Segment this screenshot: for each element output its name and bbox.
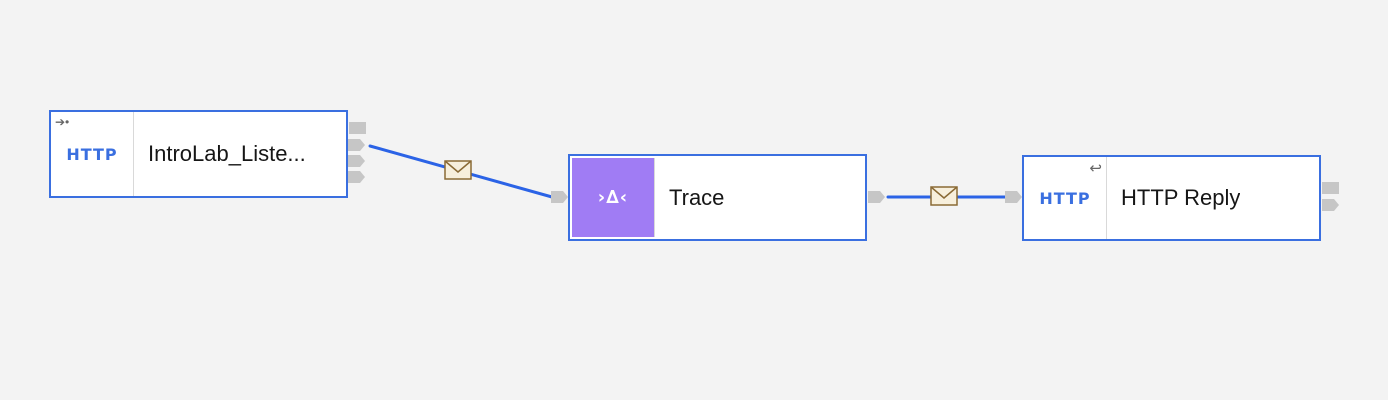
terminal-in-trace[interactable] bbox=[551, 191, 569, 203]
terminal-out-catch[interactable] bbox=[348, 155, 366, 167]
envelope-icon[interactable] bbox=[930, 186, 958, 206]
envelope-icon[interactable] bbox=[444, 160, 472, 180]
terminal-out-hterror[interactable] bbox=[348, 171, 366, 183]
http-input-icon: HTTP bbox=[66, 144, 118, 164]
node-label-http-reply: HTTP Reply bbox=[1121, 185, 1241, 210]
terminal-out-failure[interactable] bbox=[349, 122, 367, 134]
node-http-reply[interactable]: ↩ HTTP HTTP Reply bbox=[1022, 155, 1321, 241]
node-trace[interactable]: ›∆‹ Trace bbox=[568, 154, 867, 241]
trace-icon: ›∆‹ bbox=[597, 187, 629, 208]
input-arrow-icon: ➔• bbox=[55, 115, 70, 129]
http-reply-icon: HTTP bbox=[1039, 188, 1091, 208]
reply-arrow-icon: ↩ bbox=[1089, 160, 1102, 177]
terminal-out-reply-failure[interactable] bbox=[1322, 182, 1340, 194]
terminal-out-trace[interactable] bbox=[868, 191, 886, 203]
terminal-out-out[interactable] bbox=[348, 139, 366, 151]
node-http-input[interactable]: ➔• HTTP IntroLab_Liste... bbox=[49, 110, 348, 198]
terminal-out-reply-out[interactable] bbox=[1322, 199, 1340, 211]
node-label-trace: Trace bbox=[669, 184, 725, 210]
node-label-http-input: IntroLab_Liste... bbox=[148, 141, 306, 166]
terminal-in-reply[interactable] bbox=[1005, 191, 1023, 203]
node-icon-cell: ↩ HTTP bbox=[1024, 157, 1107, 239]
node-icon-cell: ➔• HTTP bbox=[51, 112, 134, 196]
node-icon-cell: ›∆‹ bbox=[572, 158, 655, 237]
